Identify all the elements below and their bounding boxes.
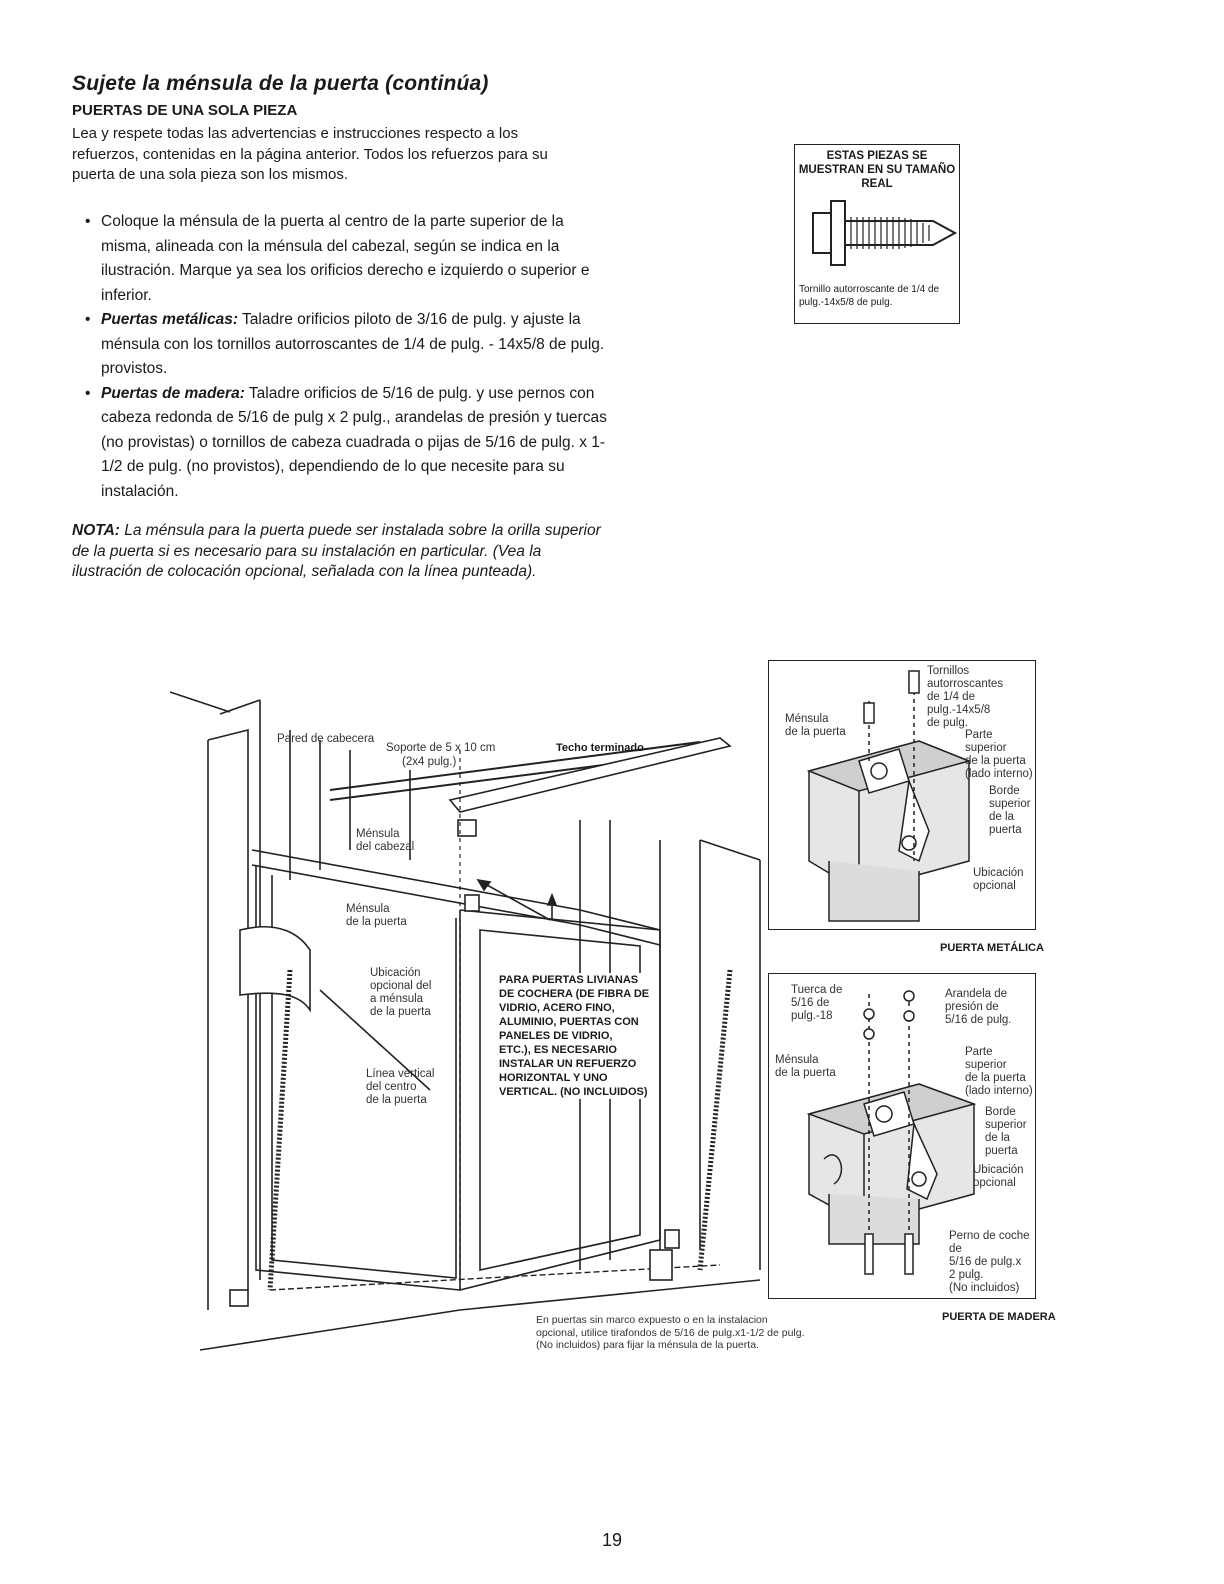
diagram-footnote: En puertas sin marco expuesto o en la in…: [536, 1314, 805, 1351]
label-mensula-cabezal-2: del cabezal: [356, 841, 415, 853]
page-title: Sujete la ménsula de la puerta (continúa…: [72, 72, 489, 95]
label-techo: Techo terminado: [556, 742, 644, 754]
label-mensula-cabezal: Ménsula: [356, 828, 400, 840]
note-paragraph: NOTA: La ménsula para la puerta puede se…: [72, 522, 601, 580]
metal-bracket-illustration: [806, 670, 972, 922]
label-pared: Pared de cabecera: [277, 733, 375, 745]
metal-door-label: PUERTA METÁLICA: [940, 942, 1044, 954]
wood-door-label: PUERTA DE MADERA: [942, 1311, 1056, 1323]
actual-size-header: ESTAS PIEZAS SE MUESTRAN EN SU TAMAÑO RE…: [798, 150, 956, 190]
label-mensula-puerta: Ménsula: [346, 903, 390, 915]
page-number: 19: [601, 1530, 623, 1550]
label-soporte-2: (2x4 pulg.): [402, 756, 457, 768]
instruction-item: Puertas de madera: Taladre orificios de …: [72, 382, 612, 505]
actual-size-caption: Tornillo autorroscante de 1/4 de pulg.-1…: [799, 284, 940, 308]
garage-door-diagram: [169, 691, 761, 1351]
label-mensula-puerta-2: de la puerta: [346, 916, 407, 928]
instruction-item: Puertas metálicas: Taladre orificios pil…: [72, 308, 612, 382]
screw-icon: [812, 200, 958, 266]
intro-paragraph: Lea y respete todas las advertencias e i…: [72, 125, 548, 183]
label-soporte: Soporte de 5 x 10 cm: [386, 742, 496, 754]
instruction-item: Coloque la ménsula de la puerta al centr…: [72, 210, 612, 308]
wood-bracket-illustration: [806, 990, 977, 1275]
instruction-list: Coloque la ménsula de la puerta al centr…: [72, 210, 612, 504]
actual-size-box: ESTAS PIEZAS SE MUESTRAN EN SU TAMAÑO RE…: [794, 144, 960, 324]
section-subtitle: PUERTAS DE UNA SOLA PIEZA: [72, 102, 298, 119]
